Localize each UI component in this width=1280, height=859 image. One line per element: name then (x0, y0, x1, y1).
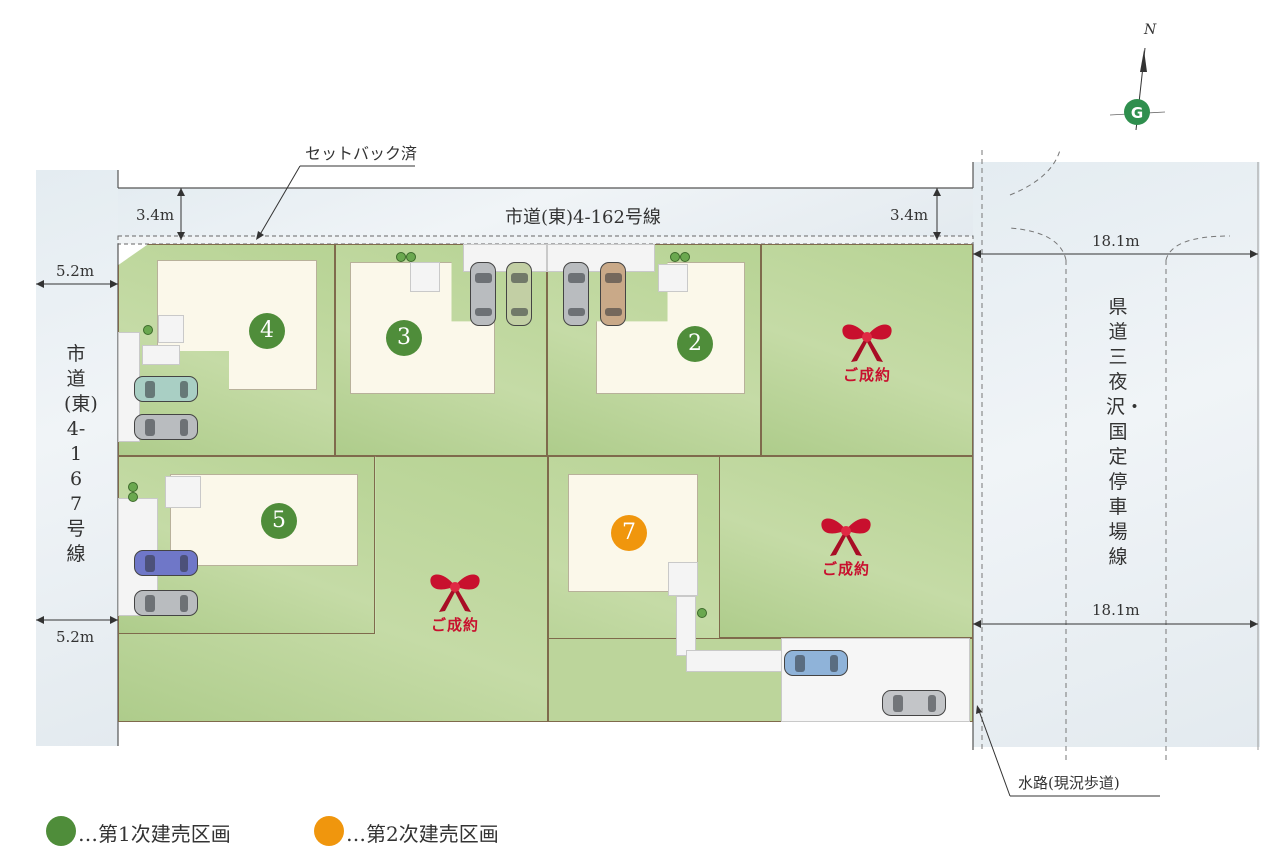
car-icon (882, 690, 946, 716)
dim-west-bottom: 5.2m (56, 628, 95, 646)
west-road (36, 170, 118, 746)
lot-3-badge[interactable]: 3 (386, 320, 422, 356)
lot-2-badge[interactable]: 2 (677, 326, 713, 362)
legend-first-label: …第1次建売区画 (78, 822, 231, 846)
pad-7-walk-v (676, 596, 696, 656)
pad-5-entry (165, 476, 201, 508)
pad-7-entry (668, 562, 698, 596)
svg-text:G: G (1131, 104, 1143, 122)
pad-2-entry (658, 264, 688, 292)
pad-7-walk-h (686, 650, 782, 672)
tree-icon (128, 482, 138, 492)
setback-strip (118, 236, 973, 244)
sold-marker-se: ご成約 (806, 512, 886, 582)
car-icon (600, 262, 626, 326)
sold-label: ご成約 (842, 366, 891, 384)
ribbon-icon (842, 324, 892, 362)
west-road-label: 市道(東)4-167号線 (64, 343, 98, 565)
pad-4a (158, 315, 184, 343)
setback-label: セットバック済 (305, 144, 418, 163)
lot-7-badge[interactable]: 7 (611, 515, 647, 551)
dim-north-right: 3.4m (890, 206, 929, 224)
lot-5-badge[interactable]: 5 (261, 503, 297, 539)
lot-4-badge[interactable]: 4 (249, 313, 285, 349)
tree-icon (396, 252, 406, 262)
legend-second-dot-icon (314, 816, 344, 846)
sold-marker-center: ご成約 (415, 568, 495, 638)
east-road-label: 県道三夜沢・国定停車場線 (1106, 296, 1145, 568)
sold-label: ご成約 (430, 616, 479, 634)
tree-icon (680, 252, 690, 262)
dim-north-left: 3.4m (136, 206, 175, 224)
legend-first-dot-icon (46, 816, 76, 846)
waterway-label: 水路(現況歩道) (1018, 774, 1120, 792)
sold-label: ご成約 (821, 560, 870, 578)
pad-4b (142, 345, 180, 365)
car-icon (134, 376, 198, 402)
car-icon (563, 262, 589, 326)
dim-east-bottom: 18.1m (1092, 601, 1140, 619)
dim-east-top: 18.1m (1092, 232, 1140, 250)
legend-second-label: …第2次建売区画 (346, 822, 499, 846)
legend: …第1次建売区画 …第2次建売区画 (46, 814, 566, 846)
car-icon (134, 590, 198, 616)
pad-3-entry (410, 262, 440, 292)
car-icon (784, 650, 848, 676)
car-icon (134, 550, 198, 576)
tree-icon (128, 492, 138, 502)
ribbon-icon (821, 518, 871, 556)
car-icon (134, 414, 198, 440)
dim-west-top: 5.2m (56, 262, 95, 280)
car-icon (506, 262, 532, 326)
sold-marker-ne: ご成約 (827, 318, 907, 388)
compass-north-label: N (1144, 22, 1157, 38)
north-road-label: 市道(東)4-162号線 (505, 207, 661, 228)
tree-icon (143, 325, 153, 335)
ribbon-icon (430, 574, 480, 612)
lot-sold-ne[interactable] (761, 244, 973, 456)
tree-icon (697, 608, 707, 618)
tree-icon (670, 252, 680, 262)
car-icon (470, 262, 496, 326)
lot-sold-se[interactable] (719, 456, 973, 638)
tree-icon (406, 252, 416, 262)
